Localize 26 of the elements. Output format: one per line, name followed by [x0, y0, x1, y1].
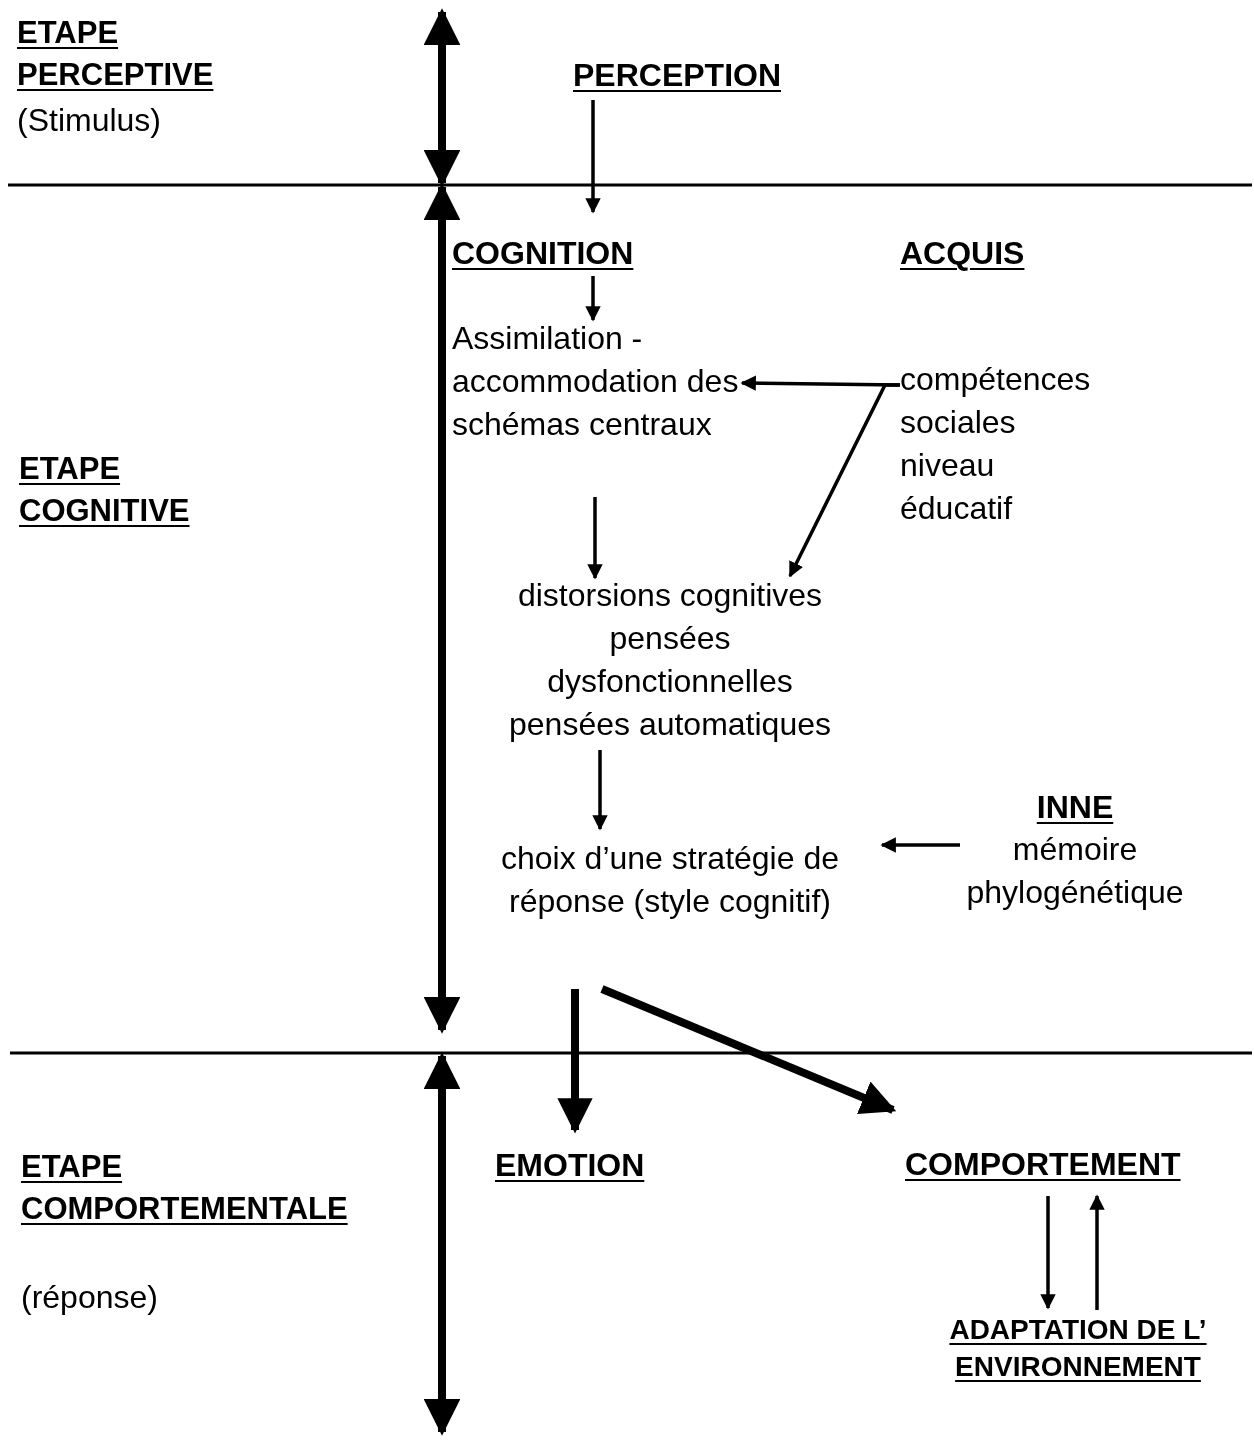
node-heading: COMPORTEMENT — [905, 1145, 1181, 1184]
arrow — [585, 276, 601, 322]
arrow — [1040, 1196, 1056, 1310]
arrow — [600, 985, 897, 1115]
node-heading: ADAPTATION DE L’ ENVIRONNEMENT — [948, 1313, 1208, 1384]
node-heading: INNE — [1036, 788, 1114, 827]
node-heading: COGNITION — [452, 234, 634, 273]
stage-heading: ETAPE PERCEPTIVE — [17, 14, 215, 94]
node-text: compétences sociales niveau éducatif — [900, 360, 1092, 528]
stage-heading: ETAPE COGNITIVE — [19, 450, 191, 530]
stage-heading: ETAPE COMPORTEMENTALE — [21, 1148, 349, 1228]
stage-note: (réponse) — [21, 1278, 159, 1317]
arrow — [592, 750, 608, 831]
node-heading: ACQUIS — [900, 234, 1025, 273]
node-text: Assimilation - accommodation des schémas centraux — [452, 319, 740, 444]
node-text: choix d’une stratégie de réponse (style cognitif) — [500, 839, 840, 921]
arrow — [880, 837, 960, 853]
arrow — [788, 383, 900, 578]
node-heading: EMOTION — [495, 1146, 645, 1185]
stage-note: (Stimulus) — [17, 101, 162, 140]
node-text: distorsions cognitives pensées dysfonctionnelles pensées automatiques — [508, 576, 832, 744]
node-heading: PERCEPTION — [573, 56, 781, 95]
arrow — [1089, 1194, 1105, 1310]
node-text: mémoire phylogénétique — [965, 830, 1185, 912]
arrow — [587, 497, 603, 580]
arrow — [585, 100, 601, 214]
